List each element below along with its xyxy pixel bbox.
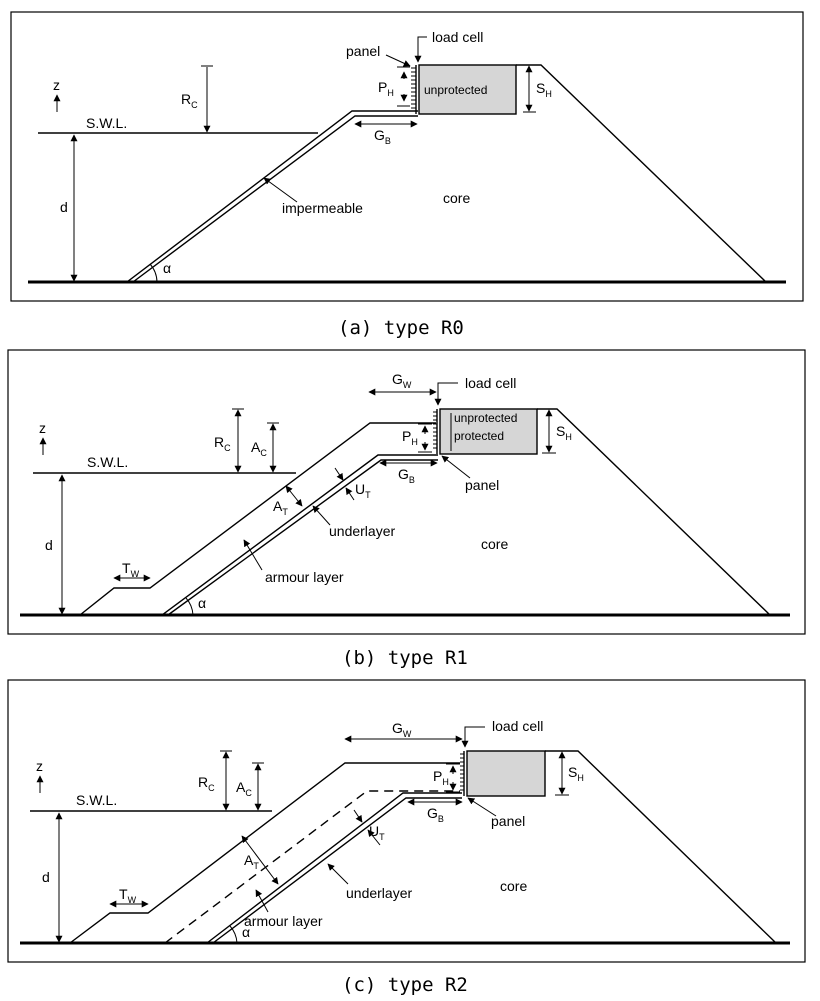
at-label: AT (244, 852, 259, 871)
unprotected-label: unprotected (454, 411, 517, 425)
panel-frame (7, 349, 806, 635)
ut-label: UT (369, 823, 385, 842)
load-cell-arrow (434, 382, 458, 406)
core-label: core (500, 878, 527, 894)
swl-label: S.W.L. (76, 792, 117, 808)
pressure-panel (411, 65, 417, 114)
caption-c: (c) type R2 (342, 974, 468, 996)
panel-type-r1: load cell GW RC AC PH unprotected protec… (7, 349, 806, 669)
crown-wall (418, 64, 517, 115)
swl-label: S.W.L. (87, 454, 128, 470)
rear-slope (516, 64, 767, 283)
d-label: d (60, 199, 68, 215)
gb-label: GB (374, 127, 391, 146)
panel-arrow (467, 797, 497, 817)
panel-frame (7, 679, 806, 963)
underlayer-arrow (312, 505, 331, 526)
sh-label: SH (556, 423, 572, 442)
ut-label: UT (355, 481, 371, 500)
swl-label: S.W.L. (86, 115, 127, 131)
ac-label: AC (236, 779, 252, 798)
armour-label: armour layer (244, 913, 323, 929)
d-label: d (42, 869, 50, 885)
underlayer-label: underlayer (346, 885, 412, 901)
alpha-arc (149, 263, 158, 283)
underlayer-inner (167, 459, 438, 616)
tw-label: TW (119, 886, 137, 905)
alpha-label: α (198, 595, 206, 611)
alpha-label: α (242, 924, 250, 940)
armour-outer-surface (79, 422, 436, 616)
panel-frame (10, 11, 804, 302)
gw-label: GW (392, 371, 412, 390)
underlayer-arrow (327, 863, 349, 885)
armour-outer-surface (69, 762, 460, 944)
armour-arrow (255, 889, 269, 913)
z-label: z (36, 758, 43, 774)
panel-arrow (385, 54, 411, 67)
gb-label: GB (398, 466, 415, 485)
ph-label: PH (378, 79, 394, 98)
rc-label: RC (181, 91, 198, 110)
armour-arrow (243, 539, 263, 571)
front-slope-inner (132, 115, 418, 283)
underlayer-label: underlayer (329, 523, 395, 539)
crown-wall (439, 408, 538, 455)
pressure-panel (460, 751, 465, 796)
gw-label: GW (392, 720, 412, 739)
protected-label: protected (454, 429, 504, 443)
alpha-arc (229, 925, 238, 944)
front-slope-outer (126, 110, 418, 283)
panel-arrow (441, 455, 471, 479)
load-cell-arrow (461, 726, 485, 748)
z-label: z (39, 420, 46, 436)
panel-type-r2: load cell GW RC AC PH SH GB panel z S.W.… (7, 679, 806, 996)
ac-label: AC (251, 439, 267, 458)
tw-label: TW (122, 560, 140, 579)
sh-label: SH (536, 80, 552, 99)
ph-label: PH (402, 428, 418, 447)
at-label: AT (273, 498, 288, 517)
underlayer-outer (161, 454, 438, 616)
impermeable-arrow (263, 177, 298, 203)
at-dimension (285, 485, 303, 507)
panel-label: panel (491, 813, 525, 829)
alpha-label: α (163, 260, 171, 276)
core-label: core (481, 536, 508, 552)
panel-label: panel (346, 43, 380, 59)
ph-label: PH (433, 768, 449, 787)
load-cell-label: load cell (432, 29, 483, 45)
unprotected-label: unprotected (424, 83, 487, 97)
pressure-panel (433, 409, 438, 454)
panel-type-r0: load cell panel PH unprotected SH GB RC … (10, 11, 804, 339)
caption-b: (b) type R1 (342, 647, 468, 669)
rc-label: RC (214, 434, 231, 453)
load-cell-arrow (414, 36, 427, 63)
z-label: z (53, 77, 60, 93)
gb-label: GB (427, 805, 444, 824)
at-dimension (241, 835, 279, 885)
impermeable-label: impermeable (282, 200, 363, 216)
d-label: d (45, 537, 53, 553)
armour-label: armour layer (265, 569, 344, 585)
caption-a: (a) type R0 (338, 317, 464, 339)
underlayer-outer (206, 792, 462, 944)
load-cell-label: load cell (492, 718, 543, 734)
core-label: core (443, 190, 470, 206)
rc-label: RC (198, 774, 215, 793)
sh-label: SH (568, 764, 584, 783)
crown-wall (466, 750, 546, 797)
alpha-arc (185, 597, 194, 616)
rear-slope (537, 408, 771, 616)
panel-label: panel (465, 477, 499, 493)
load-cell-label: load cell (465, 375, 516, 391)
underlayer-inner (212, 797, 462, 944)
